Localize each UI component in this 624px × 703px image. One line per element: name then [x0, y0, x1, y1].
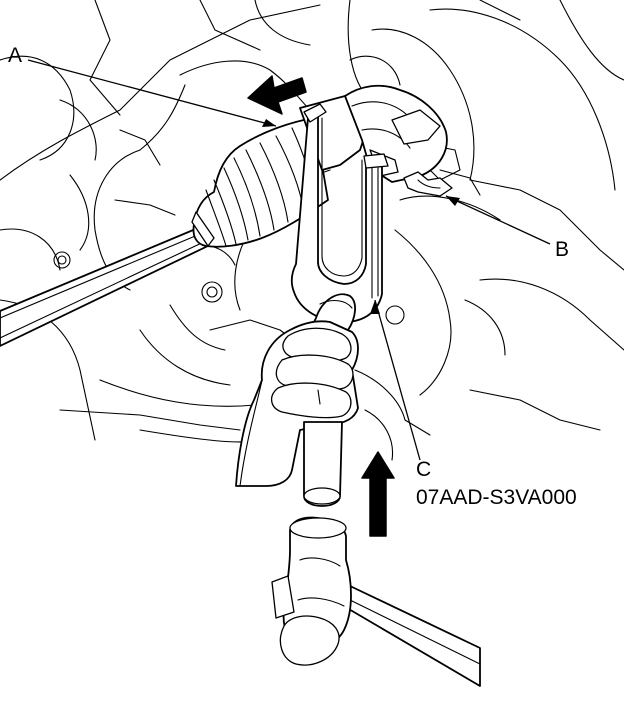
leader-lines: [27, 59, 551, 461]
hand: [235, 320, 359, 487]
callout-c-part-number: 07AAD-S3VA000: [416, 486, 577, 509]
driveshaft: [0, 227, 213, 347]
callout-b: B: [555, 238, 569, 261]
callout-a: A: [8, 44, 22, 67]
left-arrow-icon: [247, 75, 307, 115]
tool-shaft: [303, 421, 343, 507]
up-arrow-icon: [361, 451, 395, 537]
callout-c: C: [416, 458, 431, 481]
hammer: [271, 516, 481, 687]
